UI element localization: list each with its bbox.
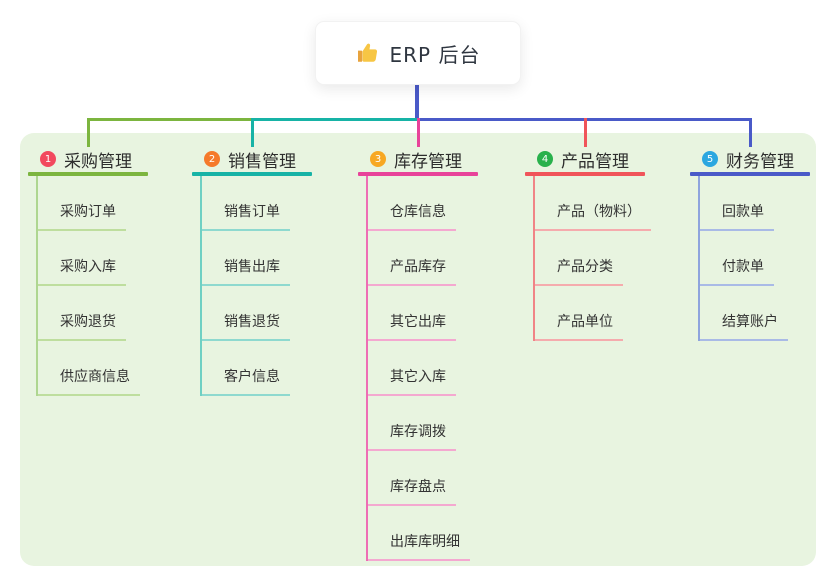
branch-2: 2 销售管理销售订单销售出库销售退货客户信息	[192, 146, 312, 396]
branch-3: 3 库存管理仓库信息产品库存其它出库其它入库库存调拨库存盘点出库库明细	[358, 146, 478, 561]
connector-drop-5	[748, 118, 752, 147]
branch-item[interactable]: 回款单	[700, 176, 774, 231]
branch-item[interactable]: 付款单	[700, 231, 774, 286]
connector-drop-3	[416, 118, 420, 147]
branch-item[interactable]: 采购退货	[38, 286, 126, 341]
branch-item[interactable]: 出库库明细	[368, 506, 470, 561]
branch-title-2[interactable]: 2 销售管理	[192, 146, 312, 172]
branch-items-4: 产品（物料）产品分类产品单位	[533, 176, 651, 341]
branch-item[interactable]: 产品分类	[535, 231, 623, 286]
branch-item[interactable]: 仓库信息	[368, 176, 456, 231]
branch-items-2: 销售订单销售出库销售退货客户信息	[200, 176, 290, 396]
branch-item[interactable]: 结算账户	[700, 286, 788, 341]
branch-item[interactable]: 其它入库	[368, 341, 456, 396]
branch-number-badge: 1	[40, 151, 56, 167]
branch-item[interactable]: 供应商信息	[38, 341, 140, 396]
branch-title-label: 库存管理	[394, 151, 462, 172]
root-label: ERP 后台	[389, 42, 481, 67]
branch-item[interactable]: 销售出库	[202, 231, 290, 286]
branch-title-label: 销售管理	[228, 151, 296, 172]
branch-number-badge: 4	[537, 151, 553, 167]
branch-4: 4 产品管理产品（物料）产品分类产品单位	[525, 146, 651, 341]
branch-title-underline	[690, 172, 810, 176]
branch-item[interactable]: 客户信息	[202, 341, 290, 396]
branch-item[interactable]: 产品单位	[535, 286, 623, 341]
branch-items-5: 回款单付款单结算账户	[698, 176, 788, 341]
thumbs-up-icon	[356, 41, 380, 65]
root-node[interactable]: ERP 后台	[315, 21, 521, 85]
branch-item[interactable]: 销售订单	[202, 176, 290, 231]
branch-title-underline	[28, 172, 148, 176]
branch-title-3[interactable]: 3 库存管理	[358, 146, 478, 172]
branch-title-4[interactable]: 4 产品管理	[525, 146, 645, 172]
branch-item[interactable]: 产品库存	[368, 231, 456, 286]
connector-drop-2	[250, 118, 254, 147]
branches-panel	[20, 133, 816, 566]
branch-item[interactable]: 采购入库	[38, 231, 126, 286]
branch-title-underline	[358, 172, 478, 176]
connector-bus-segment-1	[86, 118, 254, 121]
branch-title-label: 产品管理	[561, 151, 629, 172]
branch-item[interactable]: 库存盘点	[368, 451, 456, 506]
branch-item[interactable]: 销售退货	[202, 286, 290, 341]
connector-drop-1	[86, 118, 90, 147]
branch-number-badge: 5	[702, 151, 718, 167]
branch-number-badge: 2	[204, 151, 220, 167]
branch-title-label: 财务管理	[726, 151, 794, 172]
connector-bus-segment-2	[250, 118, 420, 121]
branch-items-3: 仓库信息产品库存其它出库其它入库库存调拨库存盘点出库库明细	[366, 176, 470, 561]
branch-number-badge: 3	[370, 151, 386, 167]
branch-title-underline	[525, 172, 645, 176]
branch-title-5[interactable]: 5 财务管理	[690, 146, 810, 172]
branch-1: 1 采购管理采购订单采购入库采购退货供应商信息	[28, 146, 148, 396]
branch-item[interactable]: 库存调拨	[368, 396, 456, 451]
branch-item[interactable]: 采购订单	[38, 176, 126, 231]
branch-5: 5 财务管理回款单付款单结算账户	[690, 146, 810, 341]
trunk-line	[415, 85, 419, 121]
branch-title-label: 采购管理	[64, 151, 132, 172]
branch-item[interactable]: 其它出库	[368, 286, 456, 341]
branch-item[interactable]: 产品（物料）	[535, 176, 651, 231]
connector-drop-4	[583, 118, 587, 147]
branch-items-1: 采购订单采购入库采购退货供应商信息	[36, 176, 140, 396]
branch-title-underline	[192, 172, 312, 176]
branch-title-1[interactable]: 1 采购管理	[28, 146, 148, 172]
